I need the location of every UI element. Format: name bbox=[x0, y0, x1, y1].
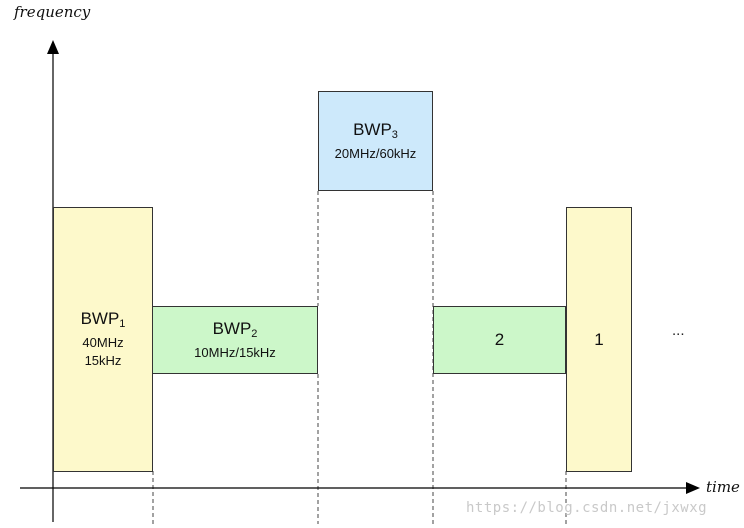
y-axis-arrow bbox=[47, 40, 59, 54]
bwp1-bandwidth: 40MHz bbox=[82, 335, 124, 350]
x-axis-arrow bbox=[686, 482, 700, 494]
block-2-label: 2 bbox=[494, 330, 505, 349]
bwp1-repeat-block: 1 bbox=[566, 207, 632, 472]
bwp1-scs: 15kHz bbox=[84, 353, 122, 368]
block-1-label: 1 bbox=[594, 329, 604, 349]
bwp1-name: BWP1 bbox=[80, 309, 126, 330]
watermark: https://blog.csdn.net/jxwxg bbox=[466, 500, 708, 516]
y-axis-label: frequency bbox=[14, 3, 91, 21]
bwp3-params: 20MHz/60kHz bbox=[334, 145, 417, 161]
bwp2-name: BWP2 bbox=[212, 318, 258, 340]
bwp3-block: BWP3 20MHz/60kHz bbox=[318, 91, 433, 191]
bwp2-block: BWP2 10MHz/15kHz bbox=[152, 306, 318, 374]
x-axis-label: time bbox=[706, 478, 740, 496]
continuation-ellipsis: ... bbox=[672, 322, 685, 339]
bwp2-params: 10MHz/15kHz bbox=[194, 344, 276, 360]
bwp3-name: BWP3 bbox=[353, 119, 398, 141]
bwp1-block: BWP1 40MHz 15kHz bbox=[53, 207, 153, 472]
bwp2-repeat-block: 2 bbox=[433, 306, 566, 374]
